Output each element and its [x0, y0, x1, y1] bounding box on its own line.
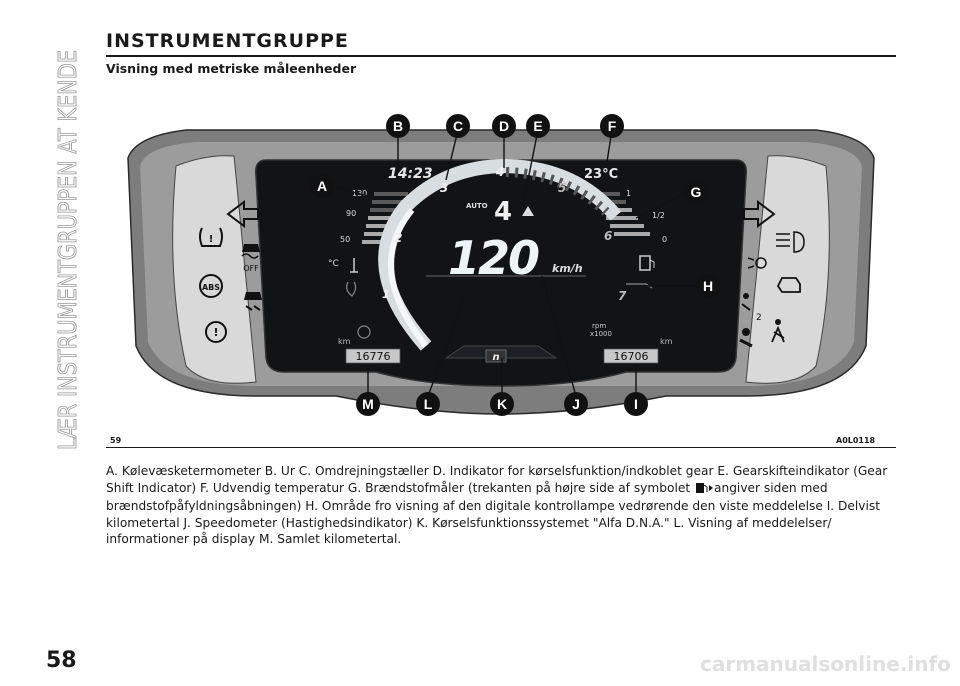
- callout-f: F: [600, 114, 624, 138]
- caption-line-5: informationer på display M. Samlet kilom…: [106, 531, 906, 548]
- fuel-tick-half: 1/2: [652, 211, 665, 220]
- caption-line-2-end: angiver siden med: [714, 481, 828, 495]
- section-subtitle: Visning med metriske måleenheder: [106, 61, 356, 76]
- clock-display: 14:23: [388, 166, 433, 182]
- caption-line-4: kilometertal J. Speedometer (Hastighedsi…: [106, 515, 906, 532]
- rpm-tick-1: 1: [382, 288, 390, 301]
- rpm-tick-7: 7: [618, 289, 627, 303]
- svg-text:2: 2: [756, 313, 762, 323]
- rpm-tick-6: 6: [604, 229, 612, 243]
- trip-odometer: 16706: [614, 350, 649, 363]
- figure-code: A0L0118: [836, 436, 875, 445]
- rpm-tick-5: 5: [558, 181, 566, 195]
- dna-mode: n: [492, 352, 499, 363]
- svg-text:M: M: [362, 396, 374, 412]
- section-title: INSTRUMENTGRUPPE: [106, 30, 349, 52]
- svg-text:D: D: [499, 118, 509, 134]
- figure-caption: A. Kølevæsketermometer B. Ur C. Omdrejni…: [106, 463, 906, 548]
- instrument-cluster-figure: ! OFF ABS ! 2 14:23 1 3 0 90 50 °C km: [106, 96, 896, 438]
- odometer-left-unit: km: [338, 337, 351, 346]
- temp-unit: °C: [328, 259, 339, 269]
- svg-text:A: A: [317, 178, 327, 194]
- rpm-tick-4: 4: [495, 165, 504, 179]
- caption-line-2: Shift Indicator) F. Udvendig temperatur …: [106, 480, 906, 499]
- caption-line-2-start: Shift Indicator) F. Udvendig temperatur …: [106, 481, 690, 495]
- sidebar-section-title: LÆR INSTRUMENTGRUPPEN AT KENDE: [46, 40, 86, 450]
- rpm-label: rpm: [592, 322, 606, 330]
- callout-i: I: [624, 392, 648, 416]
- outside-temp: 23°C: [584, 167, 618, 182]
- watermark: carmanualsonline.info: [700, 652, 951, 676]
- figure-number: 59: [110, 436, 121, 445]
- callout-d: D: [492, 114, 516, 138]
- svg-text:!: !: [209, 234, 214, 245]
- caption-line-1: A. Kølevæsketermometer B. Ur C. Omdrejni…: [106, 463, 906, 480]
- odometer-total: 16776: [356, 350, 391, 363]
- svg-text:!: !: [213, 326, 218, 339]
- svg-text:H: H: [703, 278, 713, 294]
- callout-j: J: [564, 392, 588, 416]
- svg-text:F: F: [608, 118, 617, 134]
- fuel-tick-empty: 0: [662, 235, 667, 244]
- sidebar-title-text: LÆR INSTRUMENTGRUPPEN AT KENDE: [53, 50, 82, 450]
- svg-text:K: K: [497, 396, 507, 412]
- callout-h: H: [696, 274, 720, 298]
- callout-m: M: [356, 392, 380, 416]
- callout-g: G: [684, 180, 708, 204]
- rpm-scale: x1000: [590, 330, 612, 338]
- svg-text:C: C: [453, 118, 463, 134]
- callout-e: E: [526, 114, 550, 138]
- temp-tick-low: 50: [340, 235, 350, 244]
- svg-text:L: L: [424, 396, 433, 412]
- odometer-right-unit: km: [660, 337, 673, 346]
- gear-number: 4: [494, 197, 512, 227]
- temp-tick-mid: 90: [346, 209, 356, 218]
- callout-a: A: [310, 174, 334, 198]
- svg-text:E: E: [533, 118, 542, 134]
- speed-unit: km/h: [552, 262, 583, 275]
- svg-text:I: I: [634, 396, 638, 412]
- abs-label: ABS: [202, 283, 220, 292]
- title-divider: [106, 55, 896, 57]
- fuel-tick-full: 1: [626, 189, 631, 198]
- rpm-tick-2: 2: [394, 231, 402, 245]
- rpm-tick-3: 3: [440, 181, 448, 195]
- callout-c: C: [446, 114, 470, 138]
- speed-value: 120: [448, 231, 539, 285]
- callout-l: L: [416, 392, 440, 416]
- svg-text:B: B: [393, 118, 403, 134]
- fuel-side-icon: [694, 482, 714, 499]
- figure-divider: [106, 447, 896, 448]
- esc-off-label: OFF: [243, 264, 259, 273]
- callout-k: K: [490, 392, 514, 416]
- svg-text:J: J: [572, 396, 580, 412]
- svg-text:G: G: [691, 184, 702, 200]
- gear-mode: AUTO: [466, 202, 488, 210]
- callout-b: B: [386, 114, 410, 138]
- caption-line-3: brændstofpåfyldningsåbningen) H. Område …: [106, 498, 906, 515]
- page-number: 58: [46, 648, 77, 673]
